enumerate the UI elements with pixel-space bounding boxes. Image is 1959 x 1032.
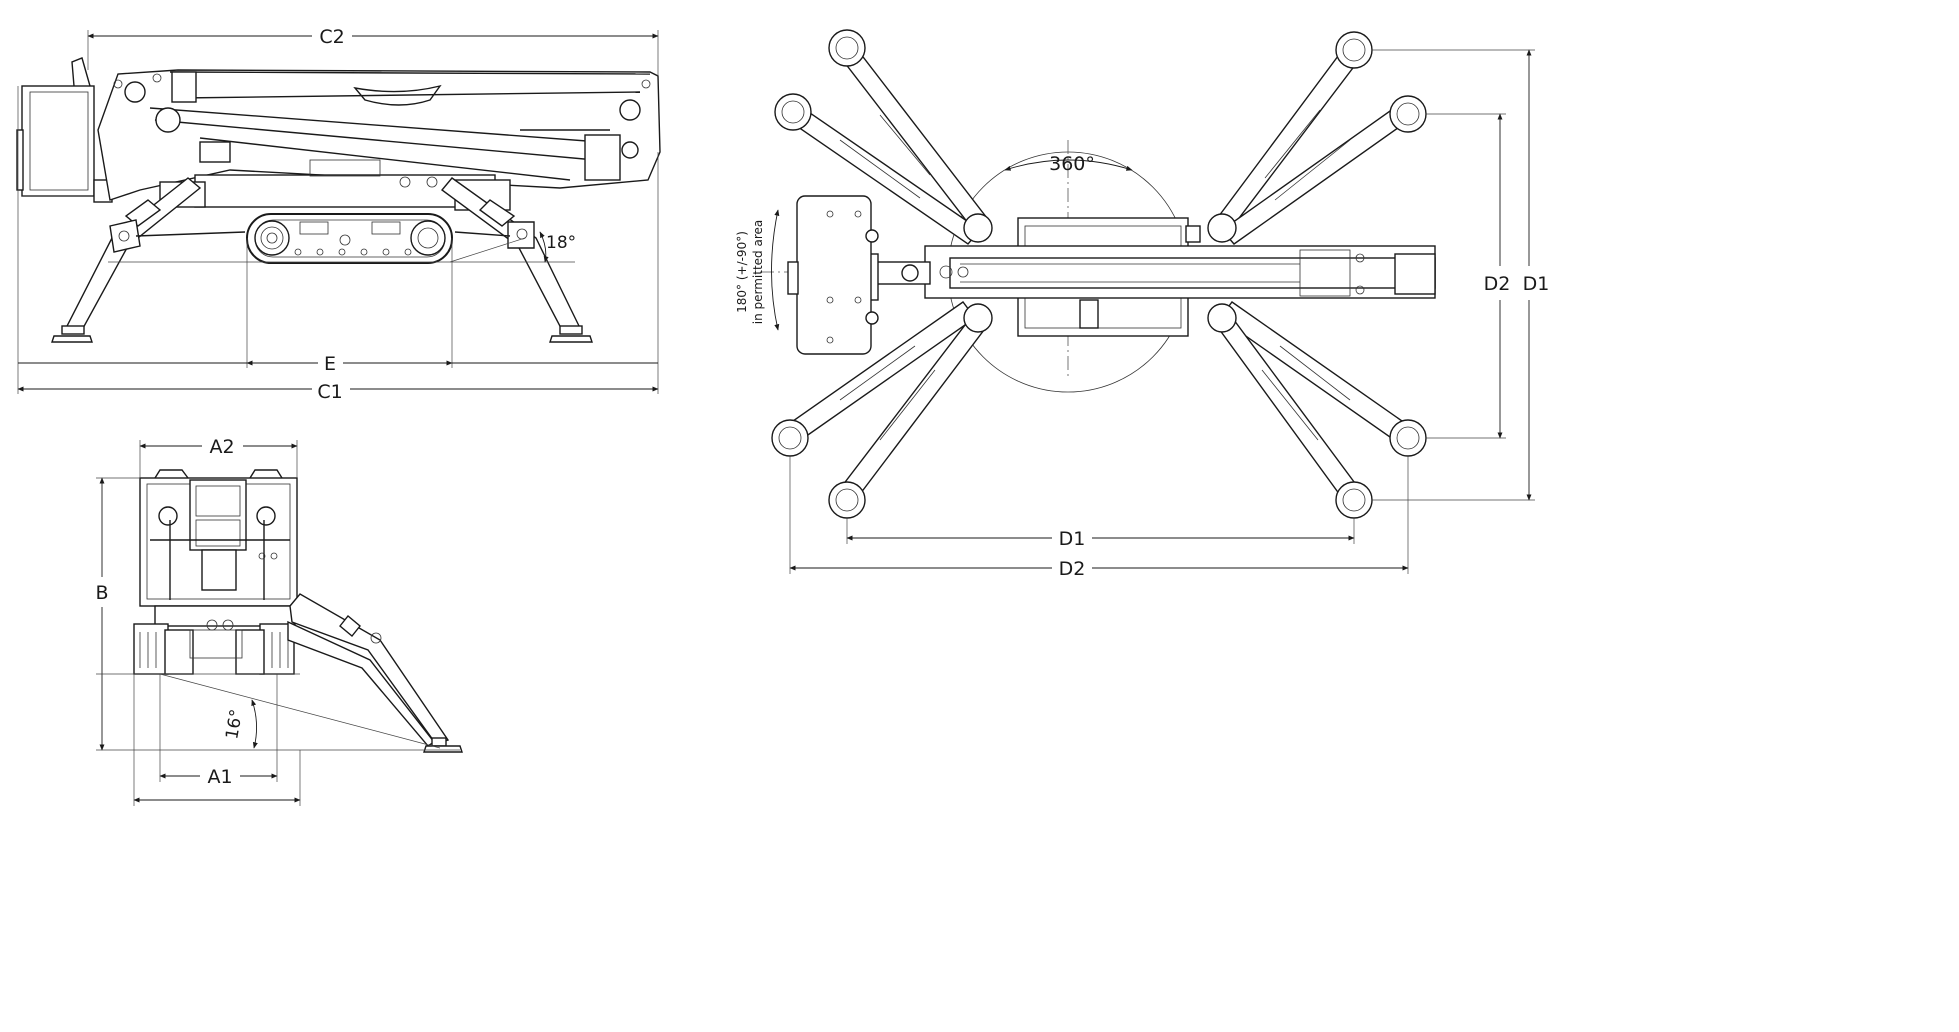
- angle-label-front: 16°: [222, 708, 247, 741]
- side-outrigger-right: [440, 177, 593, 343]
- top-dimensions: [771, 49, 1535, 574]
- rotation-label: 360°: [1049, 153, 1095, 175]
- dim-label-b: B: [95, 582, 108, 604]
- front-basket: [139, 469, 298, 607]
- top-view: 360° 180° (+/-90°) in permitted area D1 …: [735, 29, 1550, 580]
- rotation-arrow: [1004, 159, 1133, 171]
- front-view: A2 B A1 16°: [95, 436, 463, 806]
- top-basket: [787, 195, 879, 355]
- dim-label-d1-horizontal: D1: [1059, 528, 1086, 550]
- front-chassis: [133, 605, 296, 675]
- top-outrigger-rear-right-1: [1219, 301, 1427, 457]
- dim-label-c2: C2: [319, 26, 344, 48]
- jib-rotation-label-line2: in permitted area: [751, 220, 765, 324]
- jib-rotation-label-line1: 180° (+/-90°): [735, 231, 749, 313]
- side-dimensions: [17, 30, 659, 394]
- side-boom: [97, 69, 661, 201]
- technical-drawing: C2 E C1 18°: [16, 26, 1550, 806]
- dim-label-e: E: [324, 353, 336, 375]
- side-view: C2 E C1 18°: [16, 26, 661, 403]
- dim-label-d2-horizontal: D2: [1059, 558, 1086, 580]
- side-track: [246, 213, 453, 264]
- side-outrigger-left: [51, 177, 246, 343]
- top-boom: [924, 245, 1436, 299]
- dim-label-c1: C1: [317, 381, 342, 403]
- dim-label-a2: A2: [209, 436, 234, 458]
- dim-label-d1-vertical: D1: [1523, 273, 1550, 295]
- front-dimensions: [96, 440, 460, 806]
- dim-label-d2-vertical: D2: [1484, 273, 1511, 295]
- angle-label-side: 18°: [546, 233, 576, 253]
- top-outrigger-rear-right-2: [1213, 311, 1373, 519]
- dim-label-a1: A1: [207, 766, 232, 788]
- front-outrigger: [287, 593, 463, 753]
